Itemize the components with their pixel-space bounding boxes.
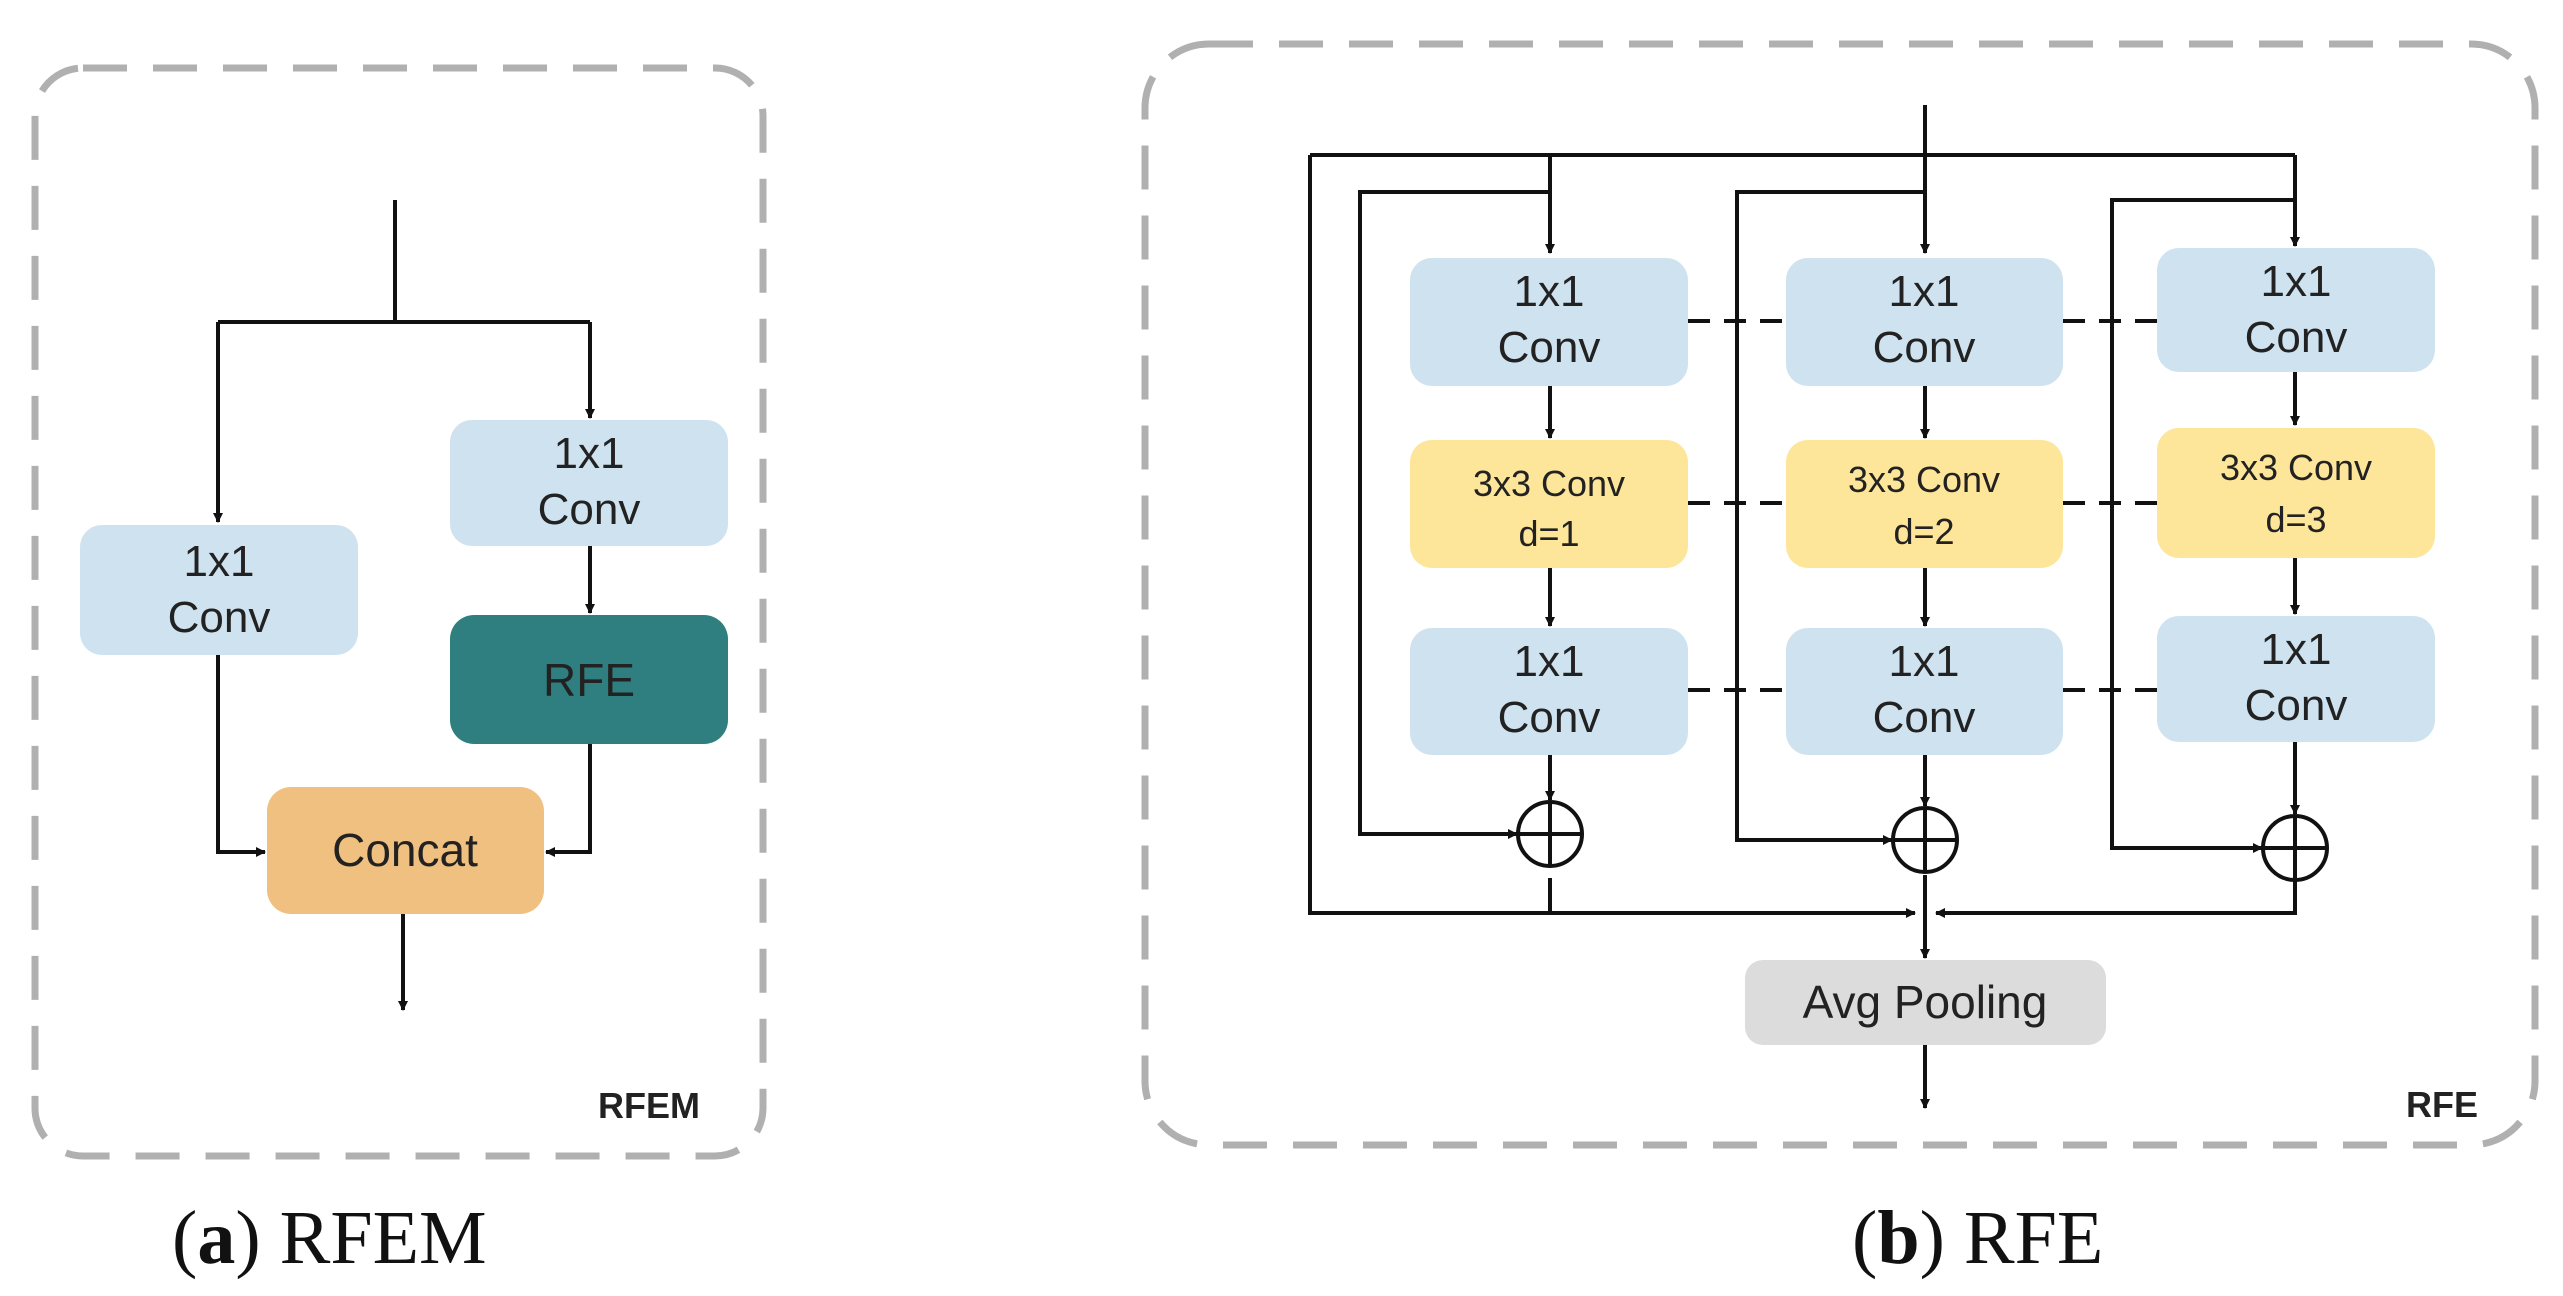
dashed-links [1688, 319, 2157, 692]
panel-a: 1x1 Conv 1x1 Conv RFE Concat RFEM (a) RF… [31, 64, 767, 1280]
branch-1-top-line1: 1x1 [1514, 267, 1585, 316]
rfe-block: RFE [450, 615, 728, 744]
concat-label: Concat [332, 824, 478, 876]
branch-2-add-icon [1891, 806, 1959, 874]
panel-b-connectors [1308, 105, 2300, 1109]
branch-3-mid-line1: 3x3 Conv [2220, 447, 2372, 488]
branch-2-bot-line2: Conv [1873, 693, 1976, 742]
branch-2-bot-conv [1786, 628, 2063, 755]
branch-2-mid-line2: d=2 [1893, 511, 1954, 552]
branch-3-dilated-conv [2157, 428, 2435, 558]
branch-2-top-line1: 1x1 [1889, 267, 1960, 316]
panel-b-caption: (b) RFE [1852, 1196, 2103, 1280]
panel-b-frame [1141, 40, 2539, 1149]
right-conv-line2: Conv [538, 485, 641, 534]
panel-a-connectors [213, 200, 595, 1011]
branch-1-bot-conv [1410, 628, 1688, 755]
avg-pooling-label: Avg Pooling [1803, 976, 2048, 1028]
branch-3-bot-conv [2157, 616, 2435, 742]
branch-1-bot-line2: Conv [1498, 693, 1601, 742]
branch-2-top-line2: Conv [1873, 323, 1976, 372]
panel-b-caption-text: RFE [1964, 1196, 2103, 1280]
panel-a-tag: RFEM [598, 1085, 700, 1126]
branch-3-mid-line2: d=3 [2265, 499, 2326, 540]
panel-b: 1x1 Conv 3x3 Conv d=1 1x1 Conv 1x1 Conv … [1141, 40, 2539, 1280]
branch-3: 1x1 Conv 3x3 Conv d=3 1x1 Conv [2157, 248, 2435, 882]
panel-b-tag: RFE [2406, 1084, 2478, 1125]
left-conv-line2: Conv [168, 593, 271, 642]
rfe-label: RFE [543, 654, 635, 706]
left-conv-block: 1x1 Conv [80, 525, 358, 655]
branch-1-top-line2: Conv [1498, 323, 1601, 372]
branch-1-bot-line1: 1x1 [1514, 637, 1585, 686]
right-conv-block: 1x1 Conv [450, 420, 728, 546]
branch-3-add-icon [2261, 814, 2329, 882]
panel-a-caption-letter: a [197, 1196, 235, 1280]
branch-3-top-line2: Conv [2245, 313, 2348, 362]
branch-3-bot-line1: 1x1 [2261, 625, 2332, 674]
panel-b-caption-letter: b [1877, 1196, 1919, 1280]
branch-3-top-line1: 1x1 [2261, 257, 2332, 306]
branch-1-top-conv [1410, 258, 1688, 386]
branch-2: 1x1 Conv 3x3 Conv d=2 1x1 Conv [1786, 258, 2063, 874]
branch-2-mid-line1: 3x3 Conv [1848, 459, 2000, 500]
branch-2-bot-line1: 1x1 [1889, 637, 1960, 686]
concat-block: Concat [267, 787, 544, 914]
branch-3-bot-line2: Conv [2245, 681, 2348, 730]
panel-a-caption: (a) RFEM [172, 1196, 487, 1280]
branch-1-mid-line2: d=1 [1518, 513, 1579, 554]
branch-3-top-conv [2157, 248, 2435, 372]
branch-2-top-conv [1786, 258, 2063, 386]
branch-1-dilated-conv [1410, 440, 1688, 568]
branch-1: 1x1 Conv 3x3 Conv d=1 1x1 Conv [1410, 258, 1688, 868]
panel-a-caption-text: RFEM [280, 1196, 487, 1280]
panel-a-frame [31, 64, 767, 1160]
avg-pooling-block: Avg Pooling [1745, 960, 2106, 1045]
branch-1-mid-line1: 3x3 Conv [1473, 463, 1625, 504]
left-conv-line1: 1x1 [184, 537, 255, 586]
branch-2-dilated-conv [1786, 440, 2063, 568]
branch-1-add-icon [1516, 800, 1584, 868]
right-conv-line1: 1x1 [554, 429, 625, 478]
